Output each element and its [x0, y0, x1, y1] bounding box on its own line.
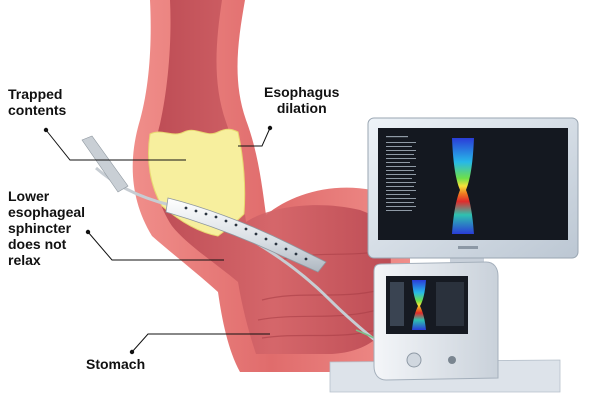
console-topography-plot [412, 280, 426, 330]
leader-lines [43, 125, 273, 355]
lower-sphincter-label-line-5: relax [8, 252, 41, 268]
esophagus-dilation-label: Esophagus dilation [264, 84, 339, 116]
manometry-console [329, 261, 561, 393]
stomach-label: Stomach [86, 356, 145, 372]
trapped-contents-label-line-2: contents [8, 102, 67, 118]
pressure-topography-plot [452, 138, 474, 234]
lower-sphincter-label-line-2: esophageal [8, 204, 86, 220]
console-side-panel [436, 282, 464, 326]
stomach-rugae [257, 249, 387, 339]
trapped-contents-label: Trapped contents [8, 86, 66, 118]
pressure-sensors [184, 206, 308, 261]
esophagus-dilation-label-line-2: dilation [276, 100, 327, 116]
lower-sphincter-label-line-3: sphincter [8, 220, 72, 236]
lower-sphincter-label-line-4: does not [8, 236, 67, 252]
esophagus-dilation-label-line-1: Esophagus [264, 84, 340, 100]
console-port [448, 356, 456, 364]
trapped-contents-label-line-1: Trapped [8, 86, 63, 102]
catheter-body [165, 197, 327, 273]
esophagus-lumen [154, 0, 392, 354]
esophagus-dilation-leader [238, 127, 271, 147]
stomach-leader [131, 333, 270, 353]
lower-sphincter-label: Lower esophageal sphincter does not rela… [8, 188, 85, 268]
lower-sphincter-leader [87, 231, 224, 261]
monitor-logo [458, 246, 478, 249]
manometry-monitor [367, 117, 579, 268]
monitor-readout-text [386, 136, 416, 211]
lower-sphincter-label-line-1: Lower [8, 188, 50, 204]
trapped-contents-leader [45, 129, 186, 161]
console-readout [390, 282, 404, 326]
stomach-label-text: Stomach [86, 356, 146, 372]
console-knob [406, 352, 422, 368]
catheter-tip [81, 135, 129, 193]
